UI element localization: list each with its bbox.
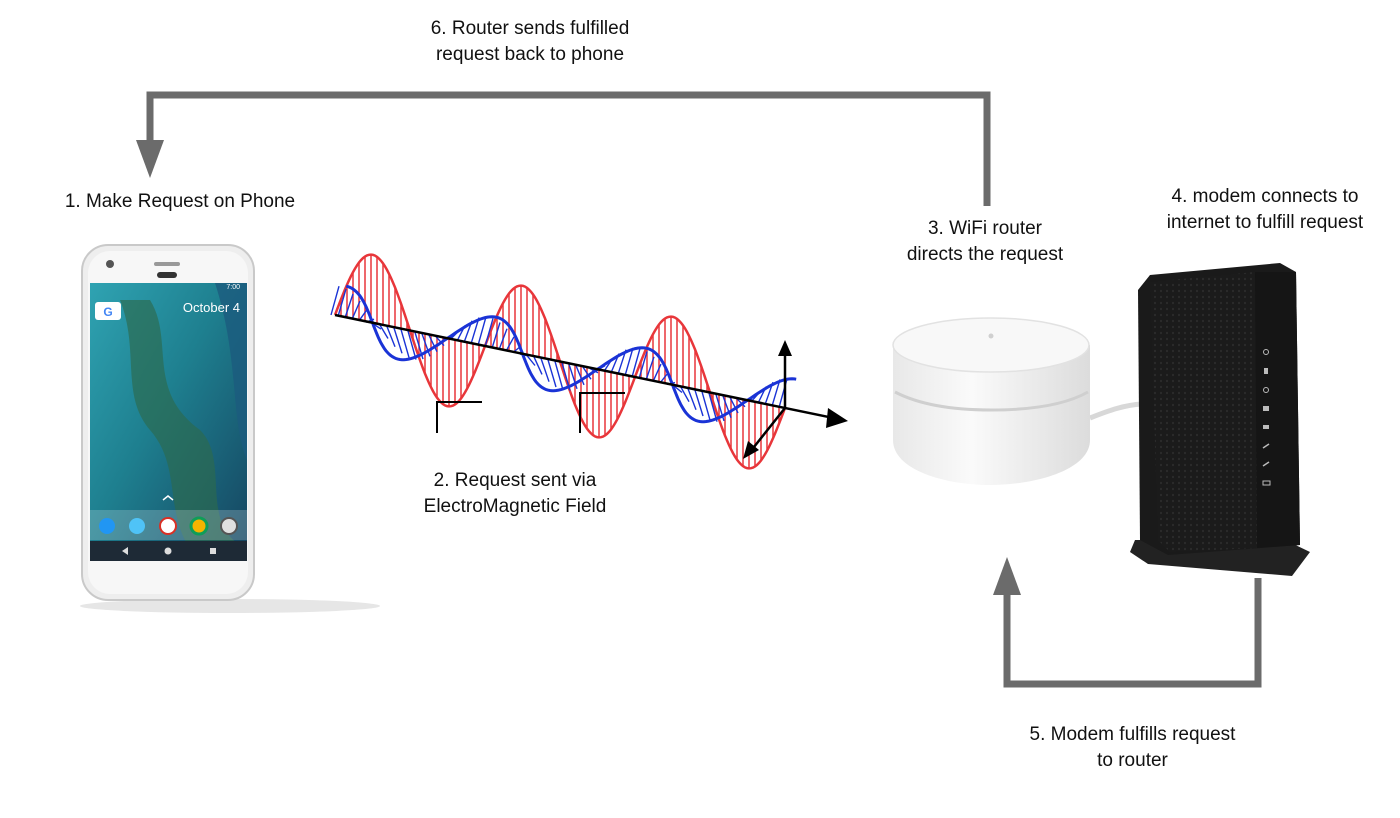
propagation-axis — [334, 313, 836, 420]
step-3-label: 3. WiFi router directs the request — [906, 218, 1064, 265]
gmail-app-icon — [159, 517, 177, 535]
phone-date: October 4 — [183, 300, 240, 315]
phone-time: 7:00 — [226, 284, 240, 291]
wifi-router-image — [892, 317, 1143, 485]
camera-app-icon — [220, 517, 238, 535]
chrome-app-icon — [189, 516, 209, 536]
return-arrow-to-phone — [136, 91, 991, 206]
depth-axis — [749, 407, 786, 453]
step-5-label: 5. Modem fulfills request to router — [1029, 724, 1236, 771]
arrow-head-icon — [993, 557, 1021, 595]
step-2-label: 2. Request sent via ElectroMagnetic Fiel… — [423, 470, 607, 517]
modem-to-router-arrow — [993, 557, 1262, 688]
step-6-label: 6. Router sends fulfilled request back t… — [430, 18, 630, 65]
arrow-head-icon — [136, 140, 164, 178]
step-1-label: 1. Make Request on Phone — [64, 191, 296, 212]
axis-arrow-icon — [826, 408, 848, 428]
axis-arrow-icon — [778, 340, 792, 356]
modem-image — [1130, 263, 1310, 576]
phone-app-icon — [99, 518, 115, 534]
wavelength-marker — [579, 392, 625, 433]
axis-arrow-icon — [743, 441, 759, 459]
wavelength-marker — [436, 401, 482, 433]
step-4-label: 4. modem connects to internet to fulfill… — [1166, 186, 1364, 233]
svg-text:G: G — [103, 305, 112, 319]
messages-app-icon — [129, 518, 145, 534]
em-wave-graphic — [330, 253, 848, 470]
magnetic-field-wave — [345, 284, 797, 424]
phone-image: G October 4 7:00 — [80, 244, 380, 613]
